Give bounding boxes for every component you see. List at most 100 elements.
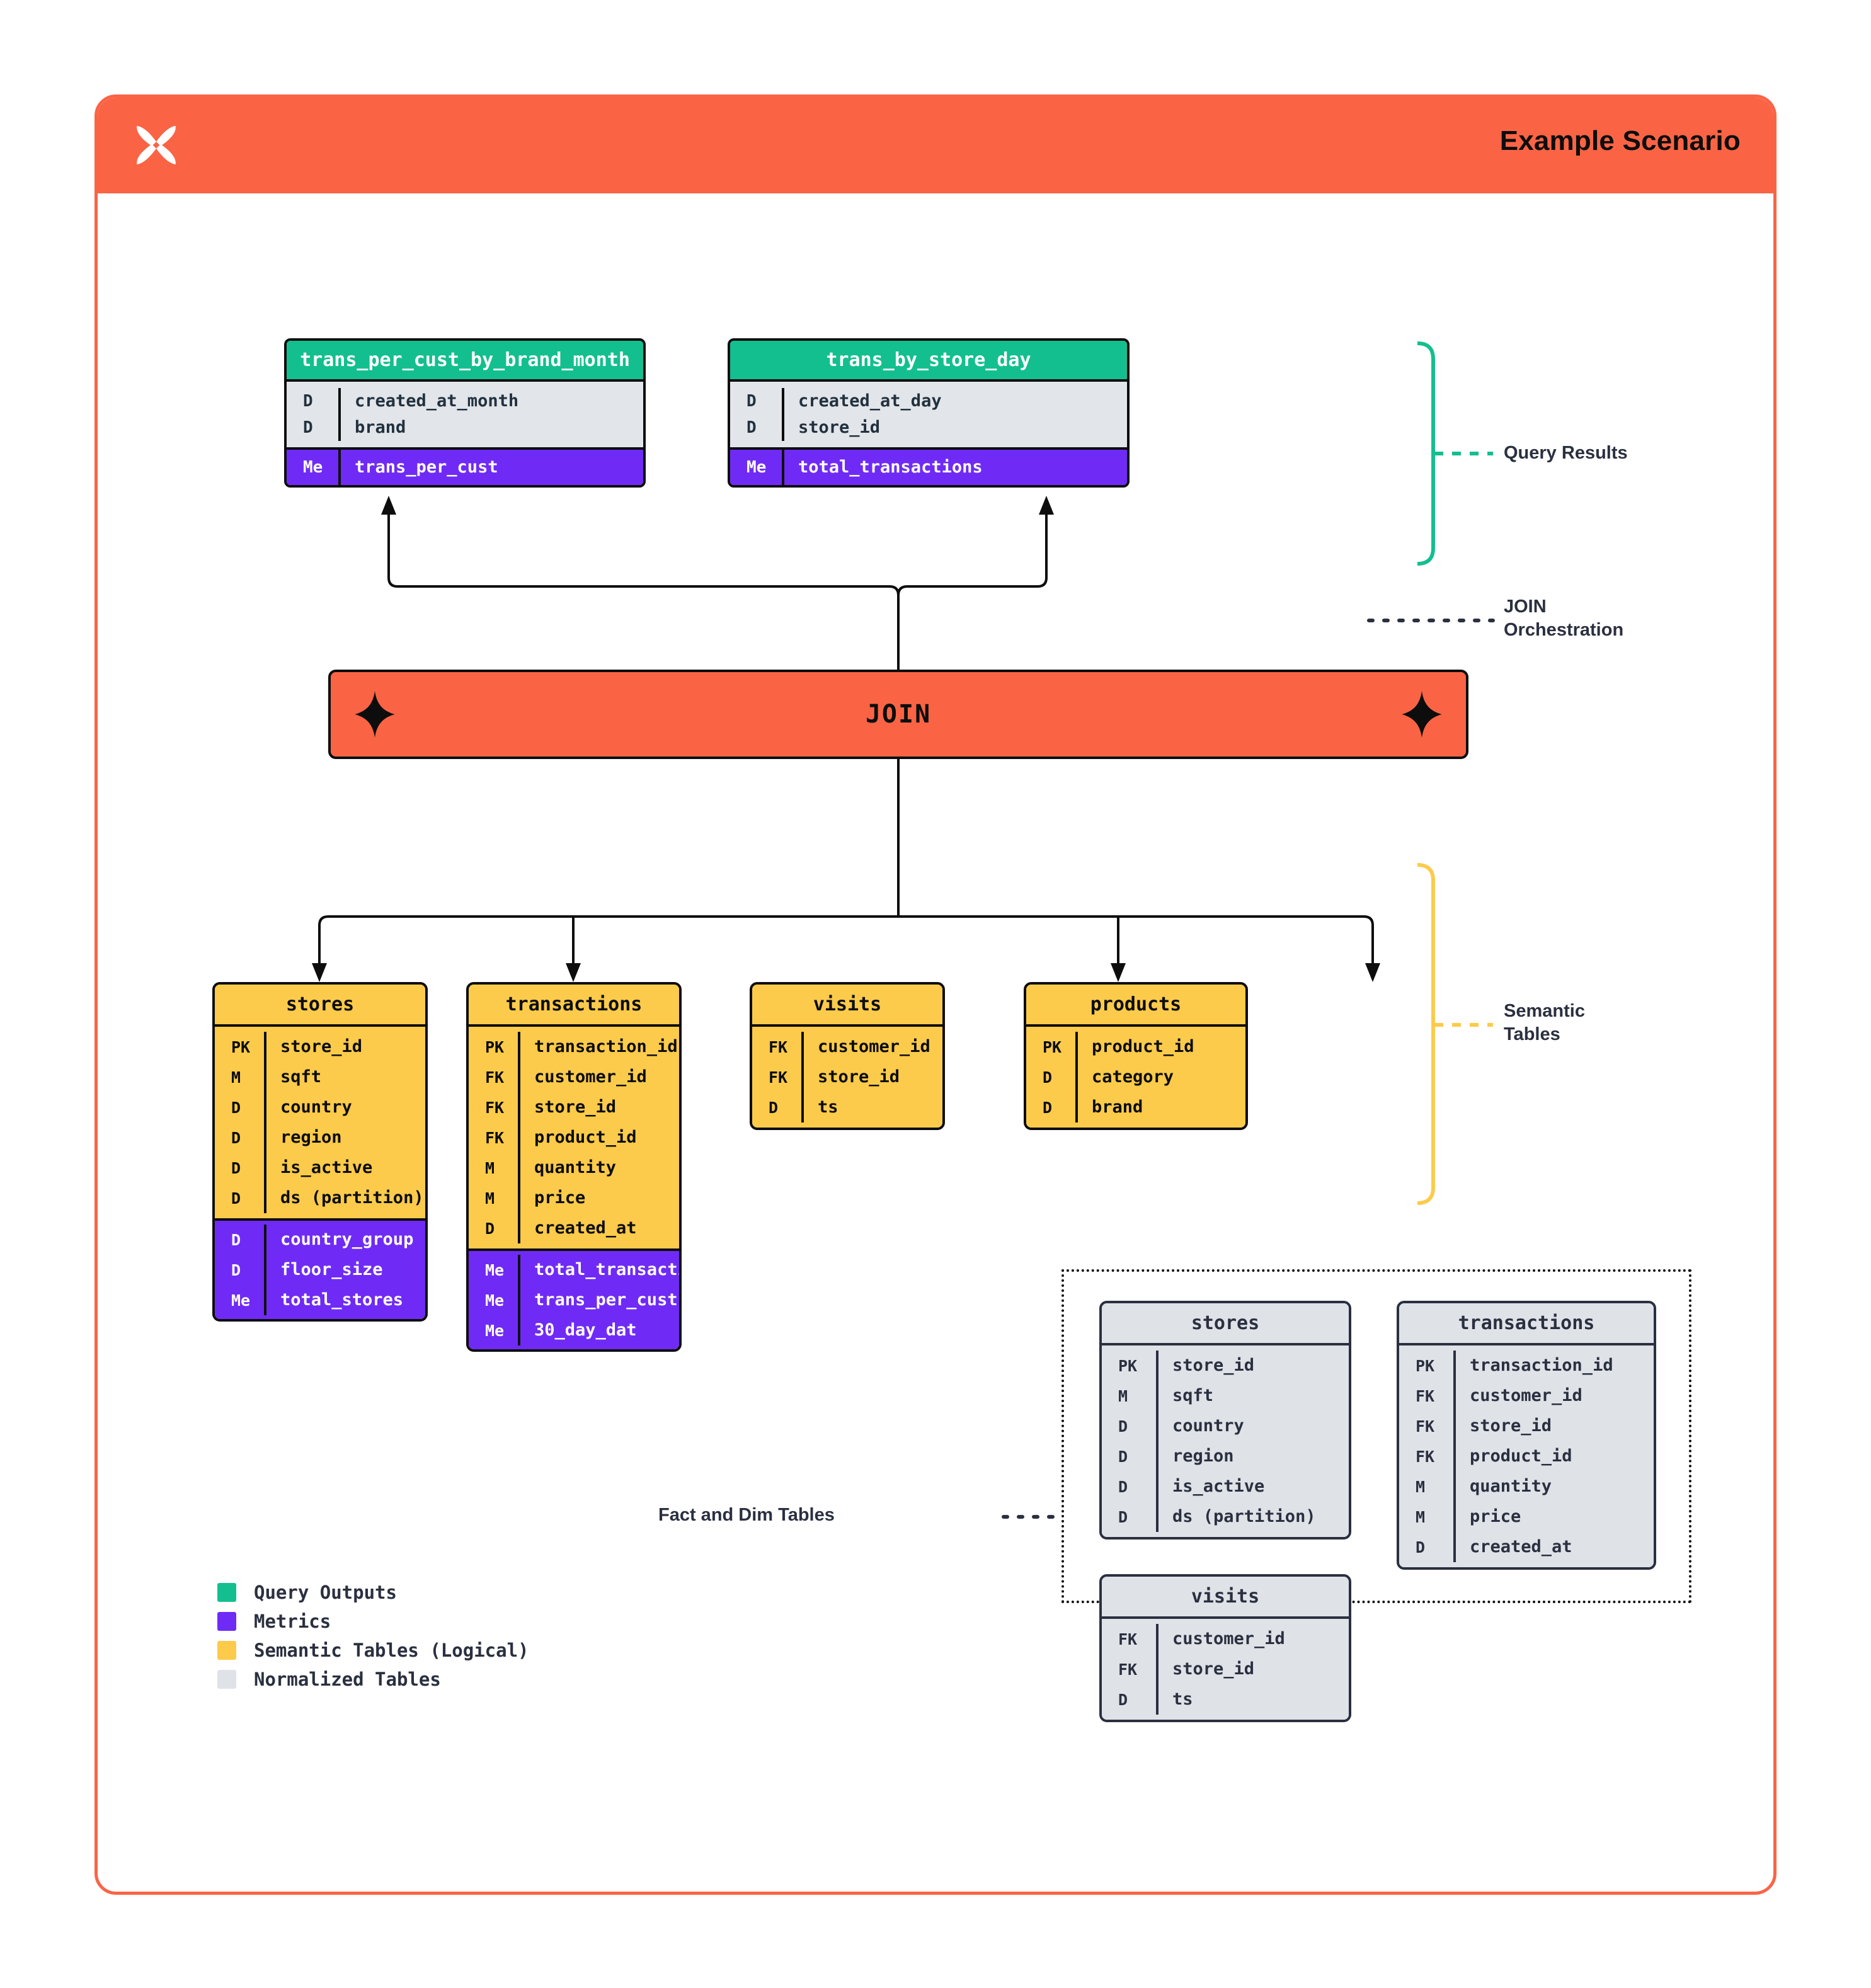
metric-section: Me total_transactions — [730, 447, 1127, 485]
column-name: country — [1156, 1411, 1349, 1441]
table-row: D brand — [287, 414, 643, 441]
column-name: brand — [338, 414, 643, 441]
column-name: is_active — [1156, 1471, 1349, 1502]
column-kind: D — [231, 1158, 241, 1177]
semantic-tables-bracket — [1417, 863, 1435, 1205]
column-kind: FK — [1118, 1630, 1138, 1648]
column-name: category — [1075, 1062, 1245, 1092]
column-name: created_at_day — [782, 388, 1127, 414]
table-row: FK customer_id — [1102, 1624, 1349, 1654]
table-title: products — [1026, 985, 1245, 1027]
column-name: customer_id — [1156, 1624, 1349, 1654]
column-name: product_id — [1453, 1441, 1654, 1471]
table-body: D created_at_day D store_id — [730, 382, 1127, 447]
column-name: region — [264, 1123, 425, 1153]
column-name: price — [1453, 1502, 1654, 1532]
column-name: country — [264, 1092, 425, 1123]
sparkle-icon — [355, 691, 395, 738]
annotation-semantic-tables: Semantic Tables — [1504, 1000, 1585, 1046]
column-kind: M — [485, 1158, 495, 1177]
legend-label: Query Outputs — [254, 1582, 397, 1603]
legend-swatch — [217, 1612, 236, 1631]
column-name: transaction_id — [518, 1032, 679, 1062]
column-kind: D — [747, 418, 757, 437]
table-title: visits — [1102, 1577, 1349, 1619]
legend-item: Semantic Tables (Logical) — [217, 1636, 529, 1665]
column-name: store_id — [264, 1032, 425, 1062]
column-kind: PK — [1416, 1356, 1435, 1375]
metric-name: trans_per_cust — [518, 1285, 679, 1315]
column-name: customer_id — [801, 1032, 942, 1062]
metric-kind: Me — [485, 1260, 505, 1279]
query-result-card-0[interactable]: trans_per_cust_by_brand_month D created_… — [284, 338, 646, 488]
legend-swatch — [217, 1641, 236, 1660]
metric-name: trans_per_cust — [338, 450, 643, 485]
sparkle-icon — [1402, 691, 1442, 738]
table-title: trans_per_cust_by_brand_month — [287, 341, 643, 382]
column-kind: M — [1416, 1507, 1426, 1526]
column-kind: FK — [769, 1037, 788, 1056]
column-kind: D — [1118, 1477, 1128, 1496]
join-label: JOIN — [865, 700, 932, 729]
column-kind: D — [231, 1189, 241, 1208]
column-kind: D — [1118, 1447, 1128, 1466]
query-result-card-1[interactable]: trans_by_store_day D created_at_day D st… — [728, 338, 1130, 488]
table-title: trans_by_store_day — [730, 341, 1127, 382]
table-body: D created_at_month D brand — [287, 382, 643, 447]
table-title: stores — [1102, 1303, 1349, 1345]
column-kind: FK — [485, 1128, 505, 1147]
join-orchestration-bar[interactable]: JOIN — [328, 670, 1468, 759]
table-row: PK product_id — [1026, 1032, 1245, 1062]
column-name: ts — [801, 1092, 942, 1123]
column-kind: PK — [485, 1037, 505, 1056]
column-kind: D — [231, 1128, 241, 1147]
column-kind: D — [303, 418, 313, 437]
metric-kind: Me — [747, 458, 767, 477]
diagram-canvas: Example Scenario — [94, 94, 1777, 1895]
column-name: quantity — [518, 1153, 679, 1183]
metric-kind: D — [231, 1260, 241, 1279]
column-kind: PK — [1043, 1037, 1062, 1056]
column-kind: FK — [485, 1068, 505, 1087]
column-kind: FK — [1416, 1417, 1435, 1436]
column-name: created_at — [518, 1213, 679, 1243]
annotation-query-results: Query Results — [1504, 443, 1628, 463]
column-name: transaction_id — [1453, 1351, 1654, 1381]
column-name: ds (partition) — [1156, 1502, 1349, 1532]
metric-row: Me trans_per_cust — [287, 450, 643, 485]
column-kind: FK — [769, 1068, 788, 1087]
column-name: product_id — [1075, 1032, 1245, 1062]
legend-item: Query Outputs — [217, 1578, 529, 1607]
metric-name: country_group — [264, 1225, 425, 1255]
column-name: ts — [1156, 1684, 1349, 1715]
annotation-line: JOIN — [1504, 597, 1547, 617]
legend-label: Metrics — [254, 1611, 331, 1632]
legend-label: Semantic Tables (Logical) — [254, 1640, 529, 1661]
